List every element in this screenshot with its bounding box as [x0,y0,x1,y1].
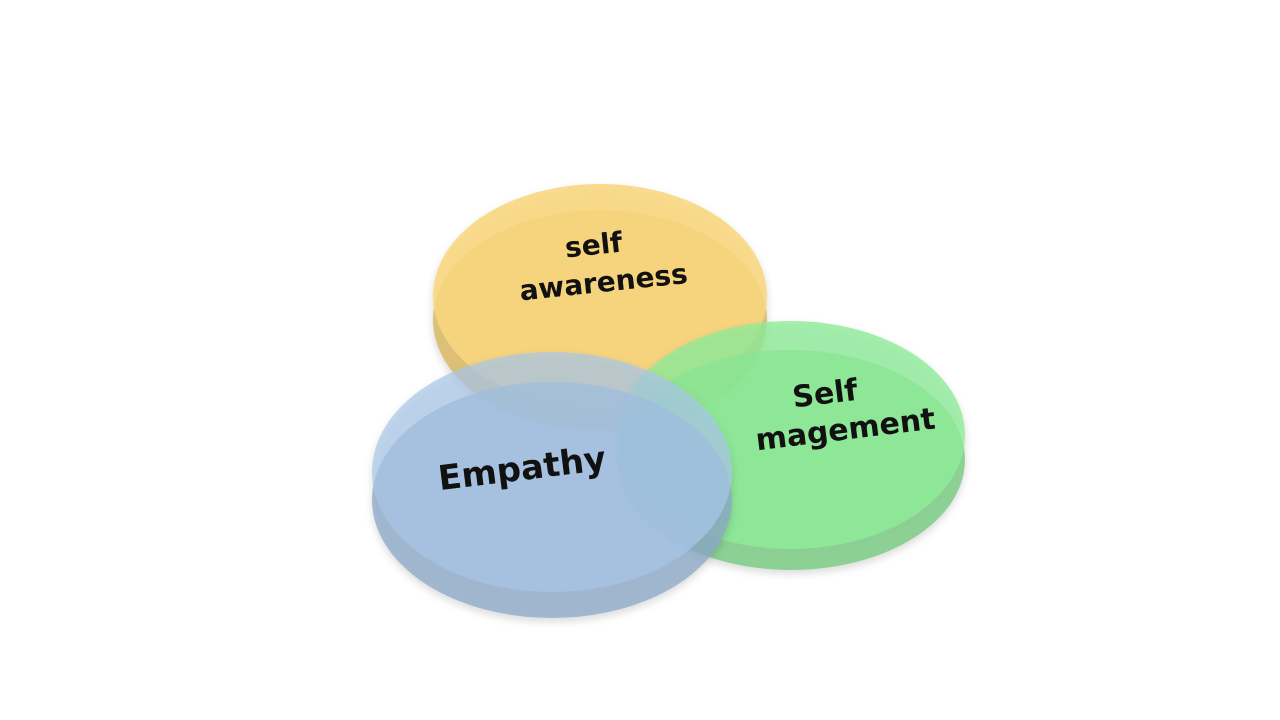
label-self-awareness-line-1: self [563,226,624,265]
label-self-management-line-1: Self [790,373,860,416]
disk-empathy [372,352,732,618]
disk-empathy-top [372,352,732,592]
